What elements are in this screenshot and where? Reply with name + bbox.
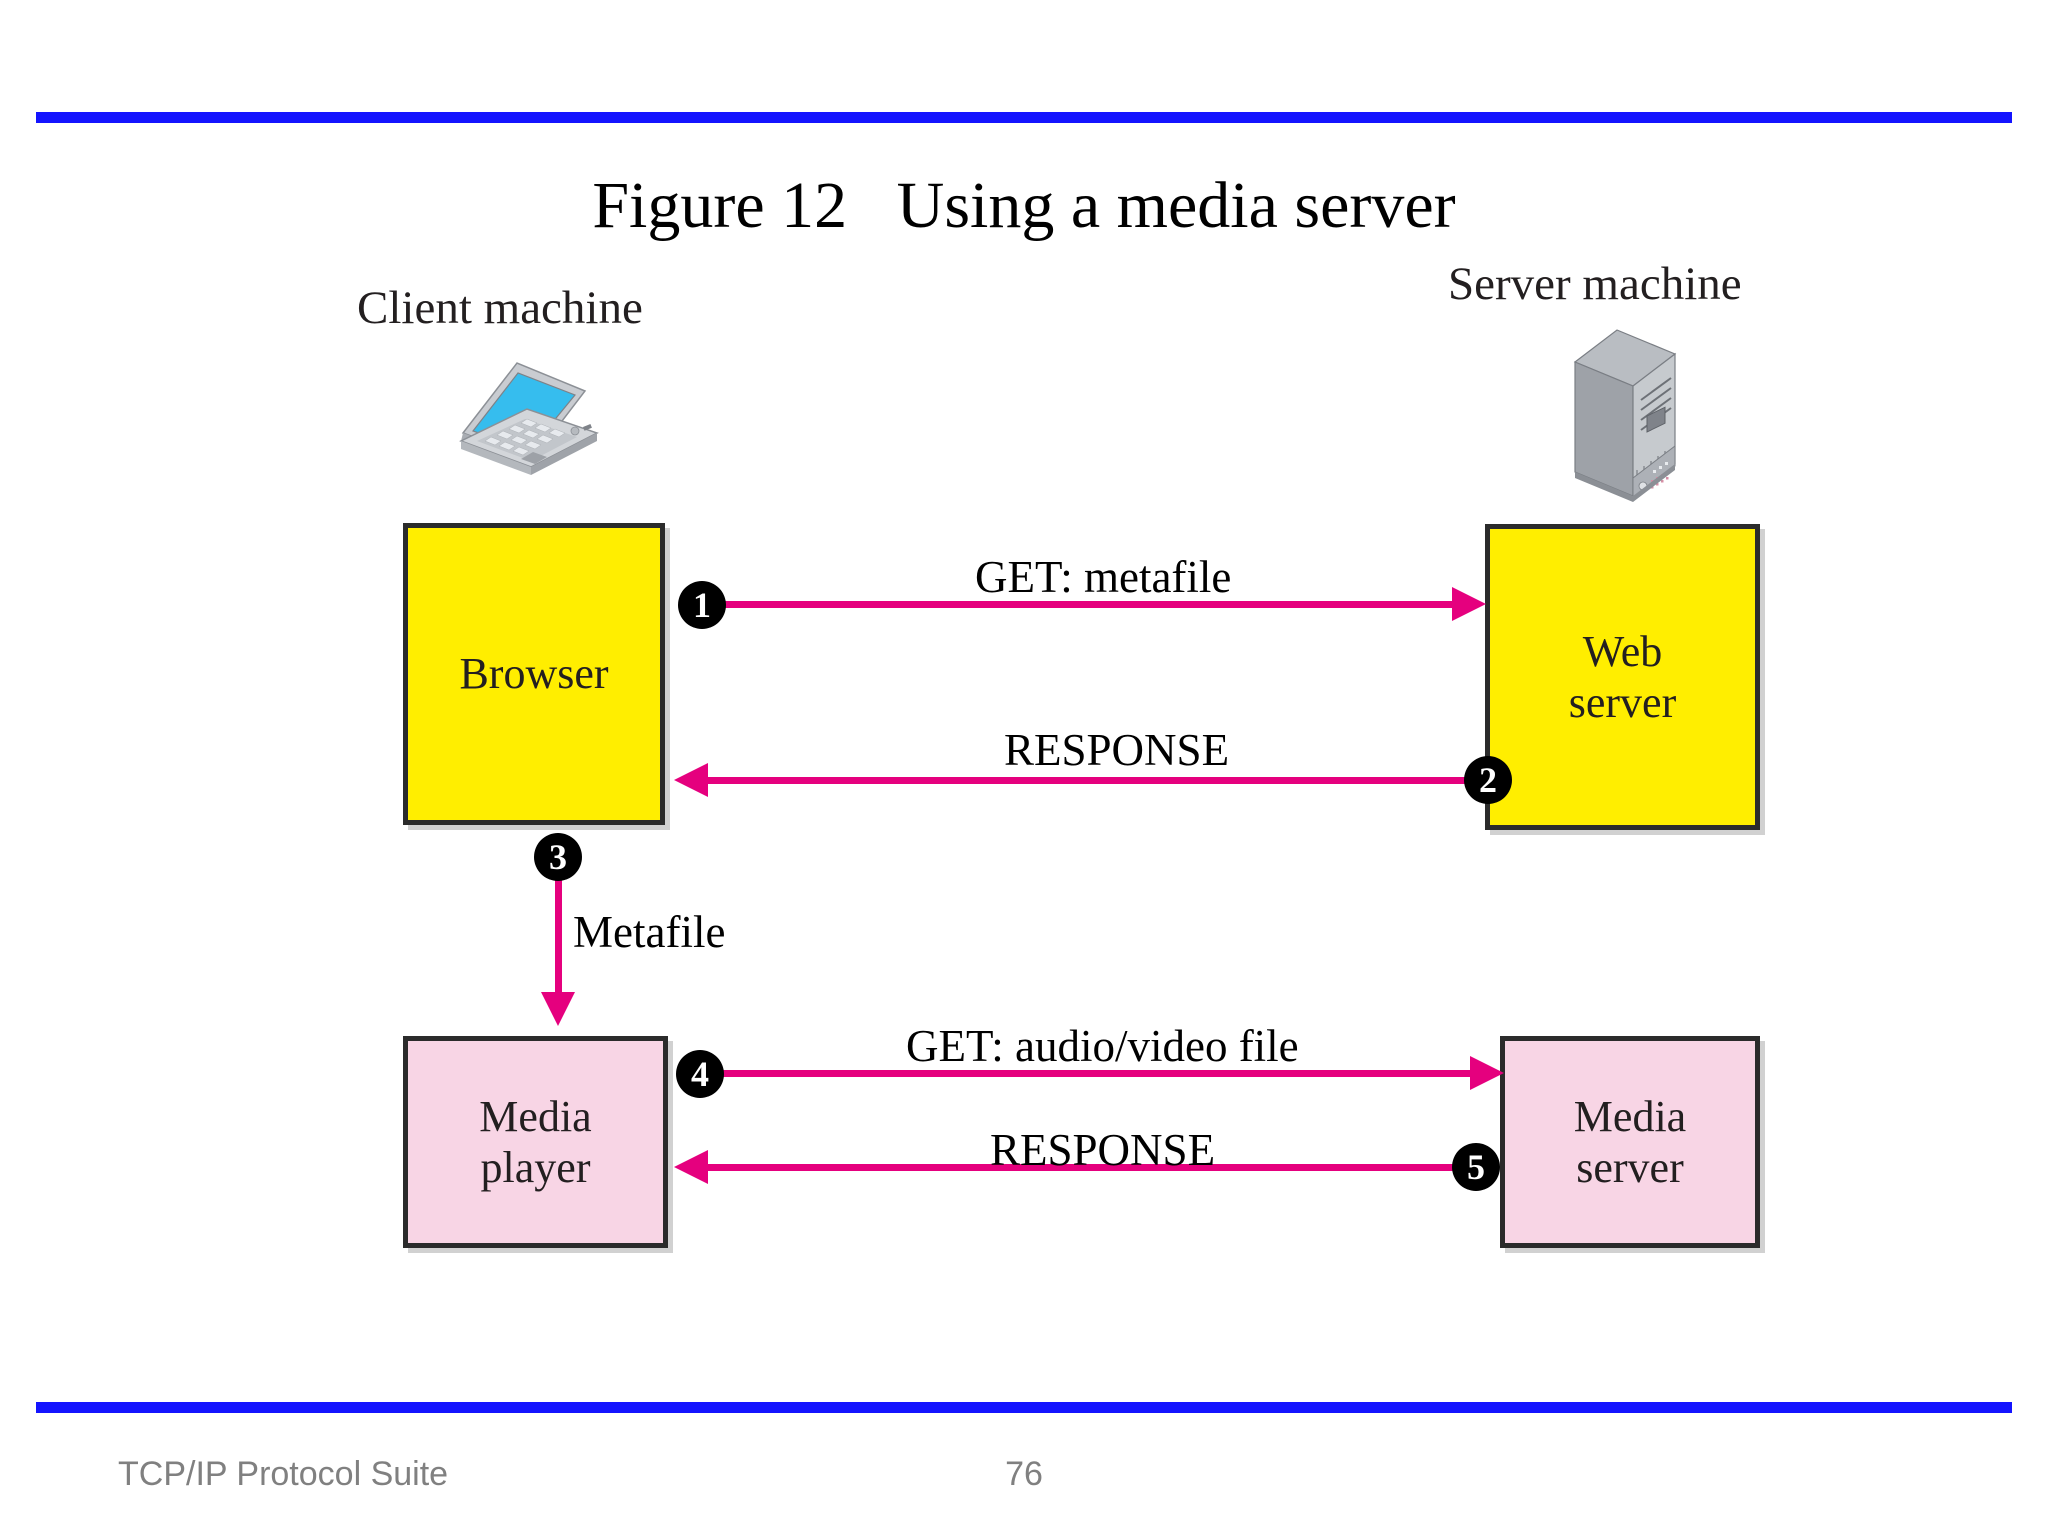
figure-title: Figure 12 Using a media server bbox=[592, 169, 1456, 242]
step-badge-1: 1 bbox=[678, 581, 726, 629]
flow-1-line bbox=[718, 601, 1458, 608]
bottom-accent-rule bbox=[36, 1402, 2012, 1413]
step-badge-2: 2 bbox=[1464, 756, 1512, 804]
media-server-box-label: Media server bbox=[1573, 1091, 1687, 1192]
media-player-box[interactable]: Media player bbox=[403, 1036, 668, 1248]
web-server-box[interactable]: Web server bbox=[1485, 524, 1760, 830]
flow-2-arrowhead bbox=[674, 763, 708, 797]
flow-3-arrowhead bbox=[541, 992, 575, 1026]
client-machine-label: Client machine bbox=[357, 282, 643, 334]
server-machine-label: Server machine bbox=[1448, 258, 1742, 310]
flow-4-label: GET: audio/video file bbox=[906, 1021, 1299, 1071]
footer-page-number: 76 bbox=[1005, 1455, 1043, 1493]
flow-2-label: RESPONSE bbox=[1004, 725, 1230, 775]
browser-box-label: Browser bbox=[459, 649, 609, 699]
top-accent-rule bbox=[36, 112, 2012, 123]
flow-5-label: RESPONSE bbox=[990, 1125, 1216, 1175]
footer-book-title: TCP/IP Protocol Suite bbox=[118, 1455, 449, 1493]
media-server-box[interactable]: Media server bbox=[1500, 1036, 1760, 1248]
flow-5-arrowhead bbox=[674, 1150, 708, 1184]
flow-2-line bbox=[700, 777, 1470, 784]
flow-3-line bbox=[555, 876, 562, 996]
media-player-box-label: Media player bbox=[479, 1091, 592, 1192]
web-server-box-label: Web server bbox=[1568, 626, 1677, 727]
flow-1-label: GET: metafile bbox=[975, 552, 1232, 602]
flow-4-arrowhead bbox=[1470, 1056, 1504, 1090]
step-badge-4: 4 bbox=[676, 1050, 724, 1098]
step-badge-5: 5 bbox=[1452, 1143, 1500, 1191]
flow-3-label: Metafile bbox=[573, 907, 726, 957]
browser-box[interactable]: Browser bbox=[403, 523, 665, 825]
server-tower-icon bbox=[1565, 320, 1685, 510]
flow-1-arrowhead bbox=[1452, 587, 1486, 621]
step-badge-3: 3 bbox=[534, 833, 582, 881]
flow-4-line bbox=[716, 1070, 1476, 1077]
laptop-icon bbox=[425, 355, 605, 505]
flow-5-line bbox=[700, 1164, 1470, 1171]
